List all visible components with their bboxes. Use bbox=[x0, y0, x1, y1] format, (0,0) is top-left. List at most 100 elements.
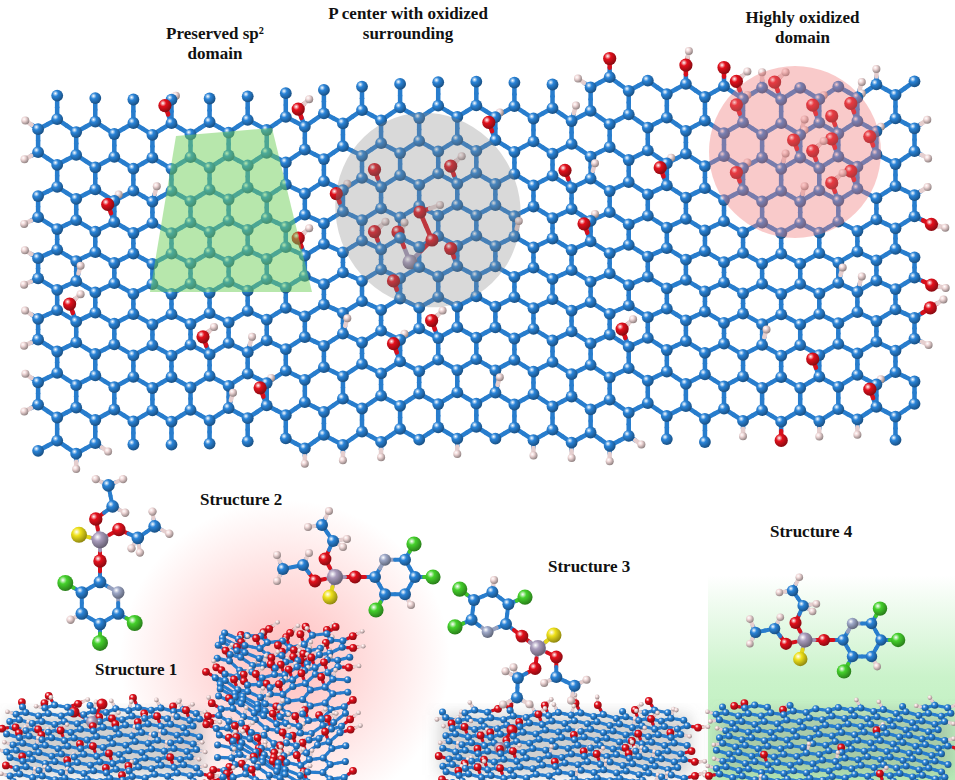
atom bbox=[890, 434, 902, 446]
atom bbox=[623, 176, 635, 188]
atom bbox=[32, 334, 44, 346]
atom bbox=[528, 388, 540, 400]
atom bbox=[451, 387, 463, 399]
atom bbox=[204, 93, 216, 105]
atom bbox=[642, 271, 654, 283]
atom bbox=[204, 307, 216, 319]
atom bbox=[909, 75, 921, 87]
atom bbox=[680, 148, 692, 160]
atom bbox=[51, 367, 63, 379]
atom bbox=[585, 337, 597, 349]
atom bbox=[299, 209, 311, 221]
atom bbox=[210, 323, 218, 331]
atom bbox=[566, 182, 578, 194]
atom bbox=[70, 379, 82, 391]
oxidized-domain-highlight bbox=[709, 66, 881, 238]
atom bbox=[909, 333, 921, 345]
atom bbox=[89, 183, 101, 195]
atom bbox=[32, 376, 44, 388]
atom bbox=[585, 105, 597, 117]
atom bbox=[413, 388, 425, 400]
atom bbox=[890, 112, 902, 124]
atom bbox=[104, 448, 112, 456]
atom bbox=[623, 341, 635, 353]
atom bbox=[890, 303, 902, 315]
atom bbox=[356, 104, 368, 116]
atom bbox=[718, 256, 730, 268]
atom bbox=[375, 368, 387, 380]
atom bbox=[756, 339, 768, 351]
atom bbox=[21, 117, 29, 125]
atom bbox=[280, 87, 292, 99]
atom bbox=[299, 188, 311, 200]
atom bbox=[318, 299, 330, 311]
atom bbox=[375, 390, 387, 402]
atom bbox=[890, 411, 902, 423]
atom bbox=[51, 304, 63, 316]
atom bbox=[623, 299, 635, 311]
atom bbox=[127, 94, 139, 106]
atom bbox=[756, 404, 768, 416]
atom bbox=[604, 308, 616, 320]
atom bbox=[318, 108, 330, 120]
atom bbox=[890, 345, 902, 357]
atom bbox=[604, 440, 616, 452]
atom bbox=[794, 258, 806, 270]
atom bbox=[394, 423, 406, 435]
atom bbox=[70, 337, 82, 349]
atom bbox=[147, 339, 159, 351]
atom bbox=[585, 236, 597, 248]
atom bbox=[852, 286, 864, 298]
atom bbox=[127, 227, 139, 239]
atom bbox=[604, 118, 616, 130]
atom bbox=[813, 415, 825, 427]
atom bbox=[718, 317, 730, 329]
atom bbox=[387, 337, 400, 350]
atom bbox=[108, 338, 120, 350]
atom bbox=[585, 359, 597, 371]
atom bbox=[585, 427, 597, 439]
atom bbox=[942, 284, 950, 292]
atom bbox=[432, 332, 444, 344]
atom bbox=[470, 332, 482, 344]
atom bbox=[661, 242, 673, 254]
atom bbox=[470, 421, 482, 433]
atom bbox=[242, 368, 254, 380]
atom bbox=[261, 400, 273, 412]
atom bbox=[70, 149, 82, 161]
atom bbox=[680, 78, 692, 90]
atom bbox=[127, 308, 139, 320]
atom bbox=[623, 239, 635, 251]
atom bbox=[32, 445, 44, 457]
atom bbox=[699, 182, 711, 194]
atom bbox=[699, 285, 711, 297]
atom bbox=[718, 215, 730, 227]
atom bbox=[127, 248, 139, 260]
atom bbox=[166, 416, 178, 428]
atom bbox=[909, 398, 921, 410]
atom bbox=[661, 283, 673, 295]
atom bbox=[832, 381, 844, 393]
atom bbox=[356, 81, 368, 93]
atom bbox=[318, 218, 330, 230]
atom bbox=[642, 122, 654, 134]
atom bbox=[717, 61, 730, 74]
atom bbox=[794, 319, 806, 331]
atom bbox=[923, 116, 931, 124]
atom bbox=[890, 283, 902, 295]
atom bbox=[604, 329, 616, 341]
atom bbox=[528, 302, 540, 314]
atom bbox=[299, 310, 311, 322]
atom bbox=[70, 402, 82, 414]
atom bbox=[242, 435, 254, 447]
atom bbox=[604, 206, 616, 218]
atom bbox=[680, 315, 692, 327]
atom bbox=[547, 233, 559, 245]
atom bbox=[528, 366, 540, 378]
atom bbox=[603, 52, 616, 65]
atom bbox=[566, 391, 578, 403]
atom bbox=[591, 159, 599, 167]
atom bbox=[318, 340, 330, 352]
atom bbox=[629, 315, 637, 323]
atom bbox=[394, 78, 406, 90]
